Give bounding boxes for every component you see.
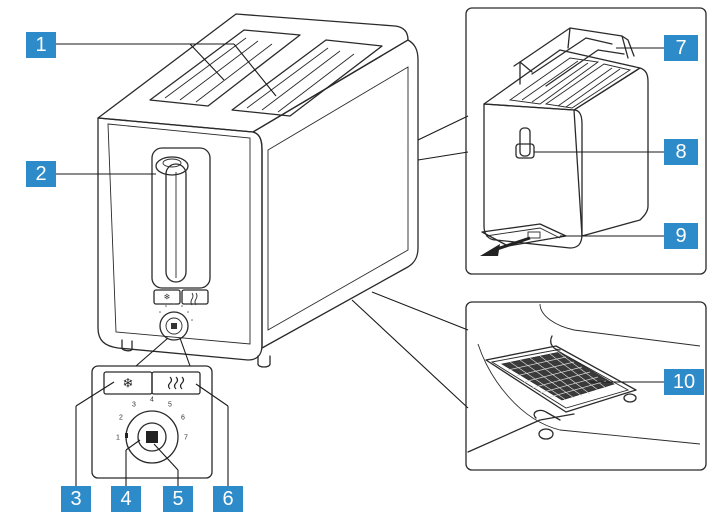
main-defrost-glyph: ❄	[164, 293, 171, 302]
callout-2-label: 2	[35, 163, 46, 185]
bun-warmer-rack[interactable]	[519, 27, 629, 87]
dial-number-7: 7	[184, 435, 188, 442]
callout-3: 3	[61, 486, 91, 512]
detail-box-bottom	[465, 301, 707, 471]
lever-track	[165, 163, 187, 283]
main-defrost-button[interactable]	[153, 289, 181, 305]
callout-3-label: 3	[70, 488, 81, 510]
control-panel-frame	[91, 365, 213, 479]
callout-4-label: 4	[120, 488, 131, 510]
main-stop-glyph	[171, 323, 177, 329]
detail-foot-left	[538, 428, 554, 440]
callout-7-label: 7	[675, 37, 686, 59]
foot-front	[257, 355, 271, 368]
callout-6-label: 6	[222, 488, 233, 510]
detail-box-top	[465, 7, 707, 275]
dial-number-4: 4	[150, 397, 154, 404]
dial-number-3: 3	[132, 402, 136, 409]
detail-crumb-tray	[351, 291, 707, 471]
callout-1: 1	[26, 32, 56, 58]
bread-slot-left	[149, 29, 301, 107]
toaster-side-face	[252, 39, 419, 349]
callout-7: 7	[664, 35, 698, 61]
arrow-head-icon	[480, 244, 500, 256]
callout-5: 5	[163, 486, 193, 512]
callout-6: 6	[213, 486, 243, 512]
stop-button[interactable]	[137, 422, 167, 452]
detail-toaster-top	[483, 49, 641, 111]
pull-out-arrow-icon	[493, 236, 531, 252]
toast-lever[interactable]	[155, 156, 189, 176]
callout-badges: 1 2 3 4 5 6 7 8	[26, 32, 704, 512]
lever-track-frame	[151, 147, 211, 289]
callout-5-label: 5	[172, 488, 183, 510]
callout-10-label: 10	[673, 371, 695, 393]
bread-slot-right	[231, 39, 383, 117]
detail-lever-track	[519, 127, 531, 157]
dial-indicator	[125, 433, 128, 438]
front-face-inset	[107, 123, 251, 345]
reheat-button[interactable]	[151, 371, 201, 395]
snowflake-icon: ❄	[123, 376, 134, 391]
toaster-main-view: ❄	[97, 13, 419, 368]
bread-slots	[149, 29, 383, 117]
main-reheat-glyph	[190, 292, 198, 306]
detail-toaster-front	[483, 103, 583, 249]
toaster-side-panel	[267, 66, 409, 331]
callout-9-label: 9	[675, 225, 686, 247]
callout-8-label: 8	[675, 141, 686, 163]
detail-foot-right	[623, 393, 637, 403]
crumb-tray-frame[interactable]	[485, 345, 637, 413]
callout-9: 9	[664, 223, 698, 249]
toaster-top	[97, 13, 409, 133]
main-browning-dial[interactable]	[159, 311, 189, 341]
dial-number-2: 2	[119, 415, 123, 422]
callout-8: 8	[664, 139, 698, 165]
callout-10: 10	[664, 369, 704, 395]
callout-2: 2	[26, 161, 56, 187]
leader-lines	[56, 43, 664, 486]
callout-1-label: 1	[35, 34, 46, 56]
crumb-tray-mesh	[501, 351, 615, 401]
rack-lever[interactable]	[515, 143, 535, 159]
callout-4: 4	[111, 486, 141, 512]
dial-number-5: 5	[168, 402, 172, 409]
heat-waves-icon	[167, 376, 185, 390]
detail-toaster-side	[573, 67, 649, 237]
dial-number-1: 1	[116, 435, 120, 442]
toaster-front-face	[97, 117, 263, 361]
control-panel-detail: ❄ 1 2 3 4 5 6 7	[91, 337, 213, 479]
crumb-tray-handle[interactable]	[467, 413, 575, 453]
foot-left	[121, 339, 133, 352]
square-icon	[146, 431, 158, 443]
dial-number-6: 6	[181, 415, 185, 422]
